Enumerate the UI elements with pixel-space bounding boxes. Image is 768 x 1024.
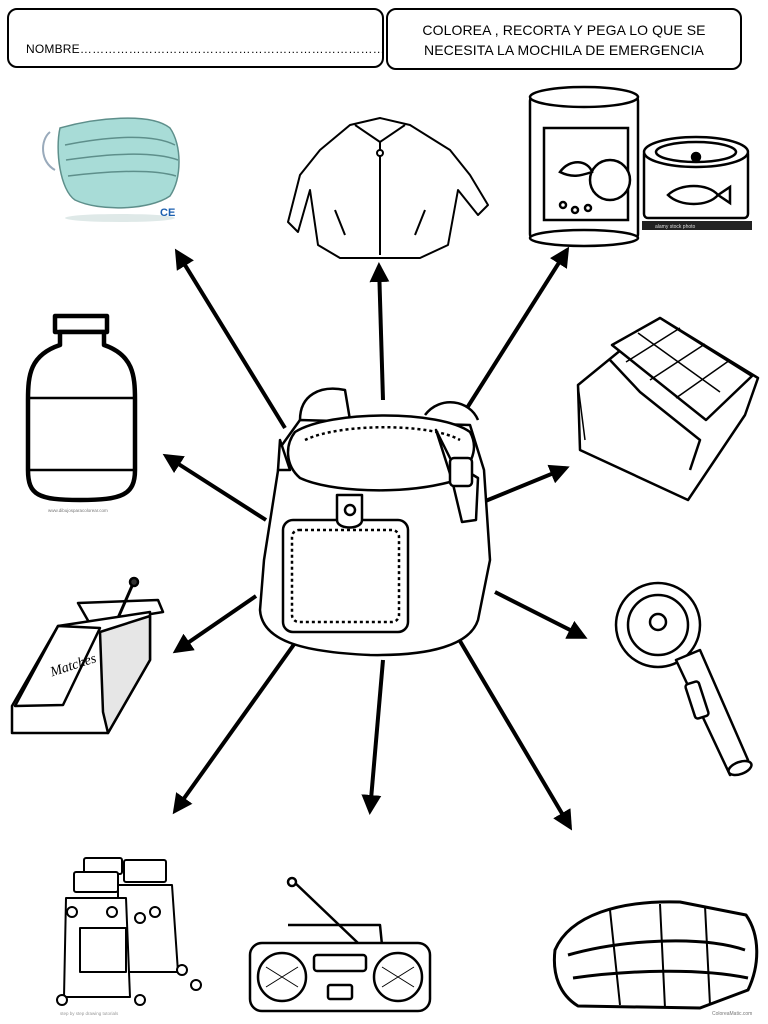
face-mask-illustration	[42, 117, 180, 222]
flashlight-illustration	[614, 581, 753, 777]
instructions-text: COLOREA , RECORTA Y PEGA LO QUE SE NECES…	[422, 22, 706, 58]
matchbox-illustration: Matches	[10, 576, 165, 735]
arrow-flashlight	[494, 590, 588, 639]
arrow-bottle	[162, 453, 268, 522]
arrow-chocolate	[482, 464, 570, 504]
ce-badge: CE	[160, 207, 176, 219]
jacket-illustration	[287, 117, 489, 259]
arrow-matches	[172, 594, 258, 654]
pill-bottles-credit: step by step drawing tutorials	[60, 1011, 119, 1016]
folded-blanket-illustration	[552, 900, 759, 1010]
tuna-can-credit: alamy stock photo	[655, 224, 696, 230]
pill-bottles-illustration	[56, 857, 202, 1006]
backpack-illustration	[258, 387, 492, 657]
arrow-blanket	[455, 634, 573, 831]
blanket-credit: ColoreaMatic.com	[712, 1011, 752, 1017]
arrow-pills	[172, 641, 297, 815]
arrow-cans	[465, 246, 570, 410]
arrows	[162, 246, 588, 831]
arrow-radio	[361, 659, 385, 815]
water-bottle-illustration	[25, 313, 138, 503]
bottle-credit: www.dibujosparacolorear.com	[48, 508, 108, 513]
arrow-jacket	[369, 262, 390, 401]
arrow-mask	[174, 248, 287, 430]
instructions-box: COLOREA , RECORTA Y PEGA LO QUE SE NECES…	[386, 8, 742, 70]
radio-illustration	[248, 876, 432, 1013]
cans-illustration	[528, 85, 752, 248]
chocolate-bar-illustration	[576, 316, 760, 502]
